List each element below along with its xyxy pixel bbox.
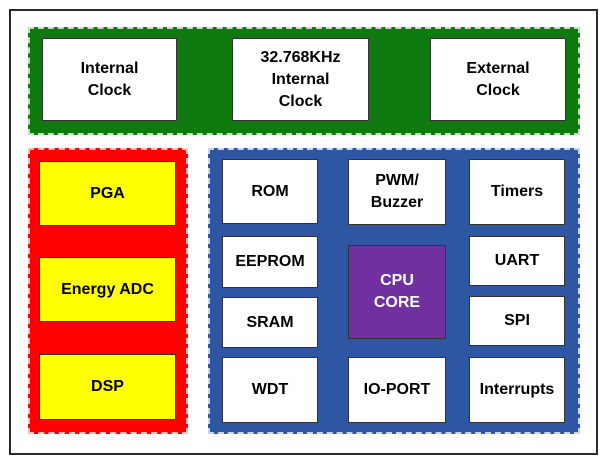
internal-clock-block: Internal Clock [42, 38, 177, 121]
pga-block: PGA [39, 161, 176, 226]
dsp-block: DSP [39, 354, 176, 420]
rtc-clock-block: 32.768KHz Internal Clock [232, 38, 369, 121]
external-clock-block: External Clock [430, 38, 566, 121]
spi-block: SPI [469, 296, 565, 346]
timers-block: Timers [469, 159, 565, 225]
uart-block: UART [469, 236, 565, 286]
interrupts-block: Interrupts [469, 357, 565, 423]
pwm-buzzer-block: PWM/ Buzzer [348, 159, 446, 225]
energy-adc-block: Energy ADC [39, 257, 176, 322]
cpu-core-block: CPU CORE [348, 245, 446, 339]
wdt-block: WDT [222, 357, 318, 423]
eeprom-block: EEPROM [222, 236, 318, 288]
io-port-block: IO-PORT [348, 357, 446, 423]
rom-block: ROM [222, 159, 318, 224]
sram-block: SRAM [222, 297, 318, 348]
